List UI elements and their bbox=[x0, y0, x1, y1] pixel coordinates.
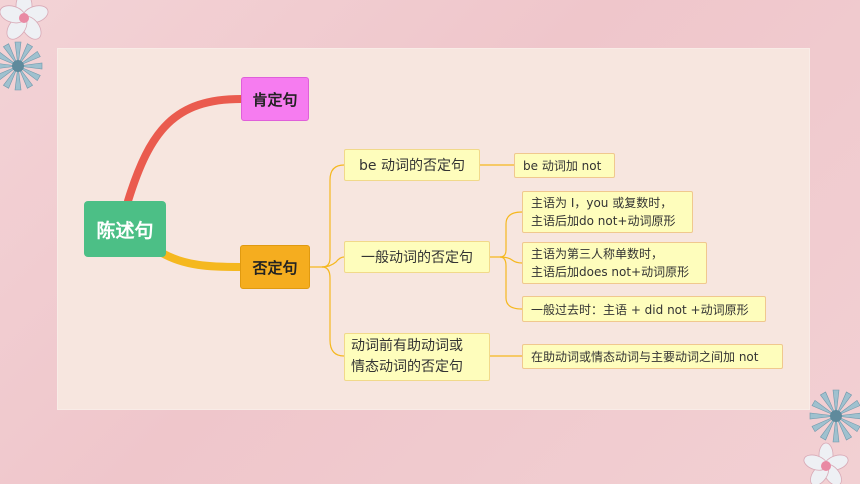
detail-modal: 在助动词或情态动词与主要动词之间加 not bbox=[522, 344, 783, 369]
link-negative-be bbox=[310, 164, 345, 268]
link-negative-modal bbox=[321, 266, 345, 357]
detail-general-third-line-2: 主语后加does not+动词原形 bbox=[531, 265, 690, 279]
link-root-affirmative bbox=[124, 95, 245, 205]
branch-negative: 否定句 bbox=[240, 245, 310, 289]
detail-general-plural-line-1: 主语为 I，you 或复数时， bbox=[531, 196, 673, 210]
node-modal-verb-negative: 动词前有助动词或 情态动词的否定句 bbox=[344, 333, 490, 381]
detail-general-past: 一般过去时：主语 + did not +动词原形 bbox=[522, 296, 766, 322]
link-root-negative bbox=[158, 249, 244, 271]
root-node-statement: 陈述句 bbox=[84, 201, 166, 257]
node-be-verb-negative: be 动词的否定句 bbox=[344, 149, 480, 181]
branch-affirmative: 肯定句 bbox=[241, 77, 309, 121]
link-general-detail-3 bbox=[499, 256, 523, 310]
flower-icon-bottom-right bbox=[803, 389, 860, 484]
node-modal-line-2: 情态动词的否定句 bbox=[351, 359, 463, 375]
link-general-detail-2 bbox=[499, 256, 523, 264]
node-modal-line-1: 动词前有助动词或 bbox=[351, 338, 463, 354]
detail-general-third-line-1: 主语为第三人称单数时， bbox=[531, 247, 664, 261]
detail-be-verb: be 动词加 not bbox=[514, 153, 615, 178]
detail-general-plural: 主语为 I，you 或复数时， 主语后加do not+动词原形 bbox=[522, 191, 693, 233]
link-negative-general bbox=[321, 256, 345, 268]
detail-general-plural-line-2: 主语后加do not+动词原形 bbox=[531, 214, 676, 228]
link-general-detail-1 bbox=[490, 211, 523, 258]
detail-general-third-person: 主语为第三人称单数时， 主语后加does not+动词原形 bbox=[522, 242, 707, 284]
node-general-verb-negative: 一般动词的否定句 bbox=[344, 241, 490, 273]
flower-icon-top-left bbox=[0, 0, 49, 91]
